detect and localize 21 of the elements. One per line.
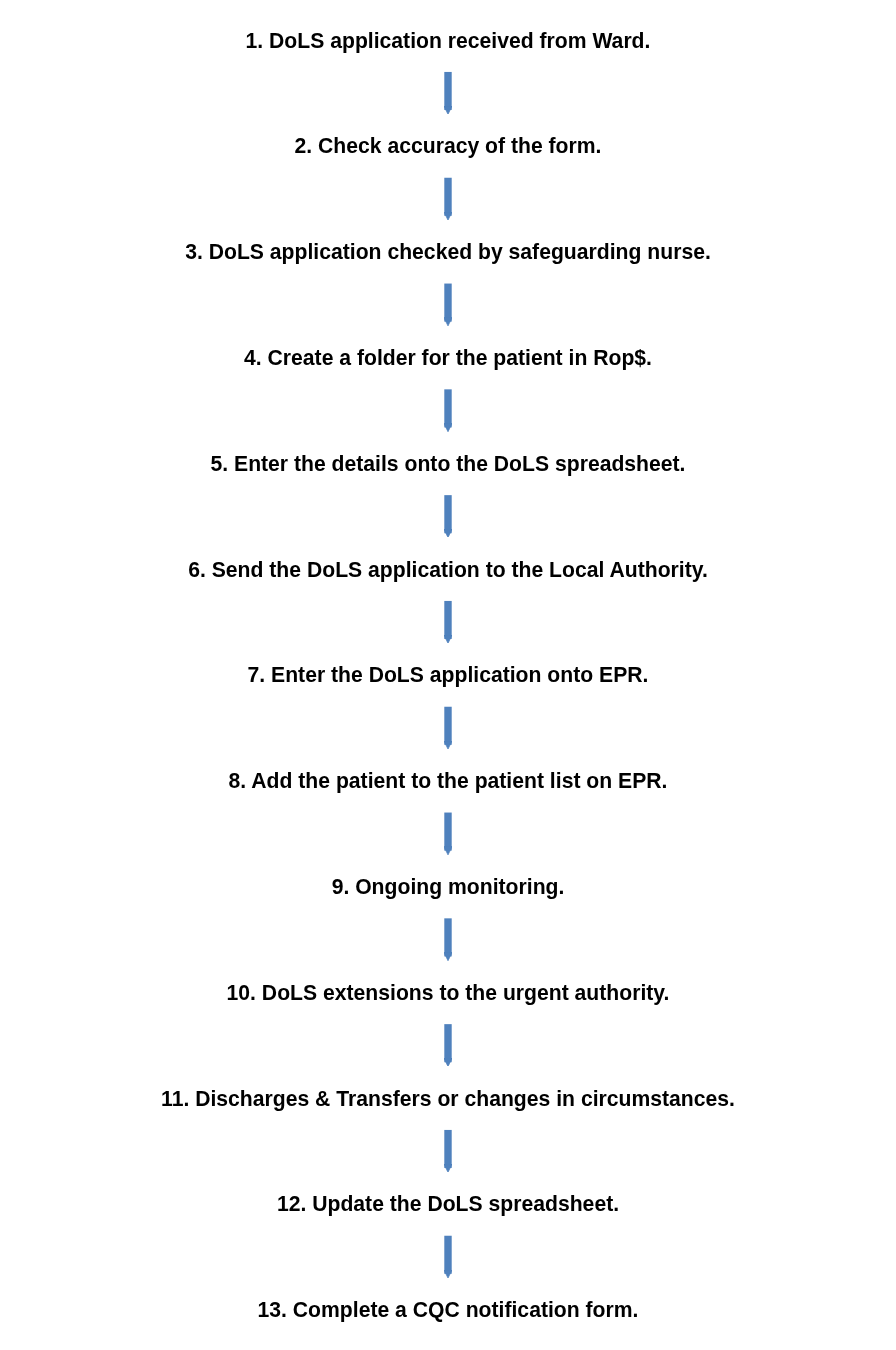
node-text: 4. Create a folder for the patient in Rop$. — [244, 345, 652, 370]
arrow — [443, 1023, 453, 1067]
arrow — [443, 706, 453, 750]
arrow — [443, 494, 453, 538]
node-text: 5. Enter the details onto the DoLS spreadsheet. — [210, 451, 686, 476]
arrow — [443, 1129, 453, 1173]
node-text: 6. Send the DoLS application to the Local Authority. — [188, 557, 708, 581]
node-text: 7. Enter the DoLS application onto EPR. — [247, 663, 649, 687]
node-text: 3. DoLS application checked by safeguarding nurse. — [185, 240, 711, 264]
node-text: 8. Add the patient to the patient list on EPR. — [228, 769, 668, 793]
node-text: 2. Check accuracy of the form. — [294, 134, 602, 158]
node-text: 1. DoLS application received from Ward. — [245, 28, 651, 52]
arrow — [443, 1235, 453, 1279]
arrow — [443, 177, 453, 221]
arrow — [443, 71, 453, 115]
node-text: 9. Ongoing monitoring. — [331, 874, 565, 899]
node-text: 12. Update the DoLS spreadsheet. — [276, 1192, 620, 1216]
node-text: 10. DoLS extensions to the urgent authority. — [226, 980, 670, 1005]
arrow — [443, 600, 453, 644]
node-text: 13. Complete a CQC notification form. — [257, 1298, 639, 1322]
node-text: 11. Discharges & Transfers or changes in circumstances. — [161, 1086, 735, 1110]
